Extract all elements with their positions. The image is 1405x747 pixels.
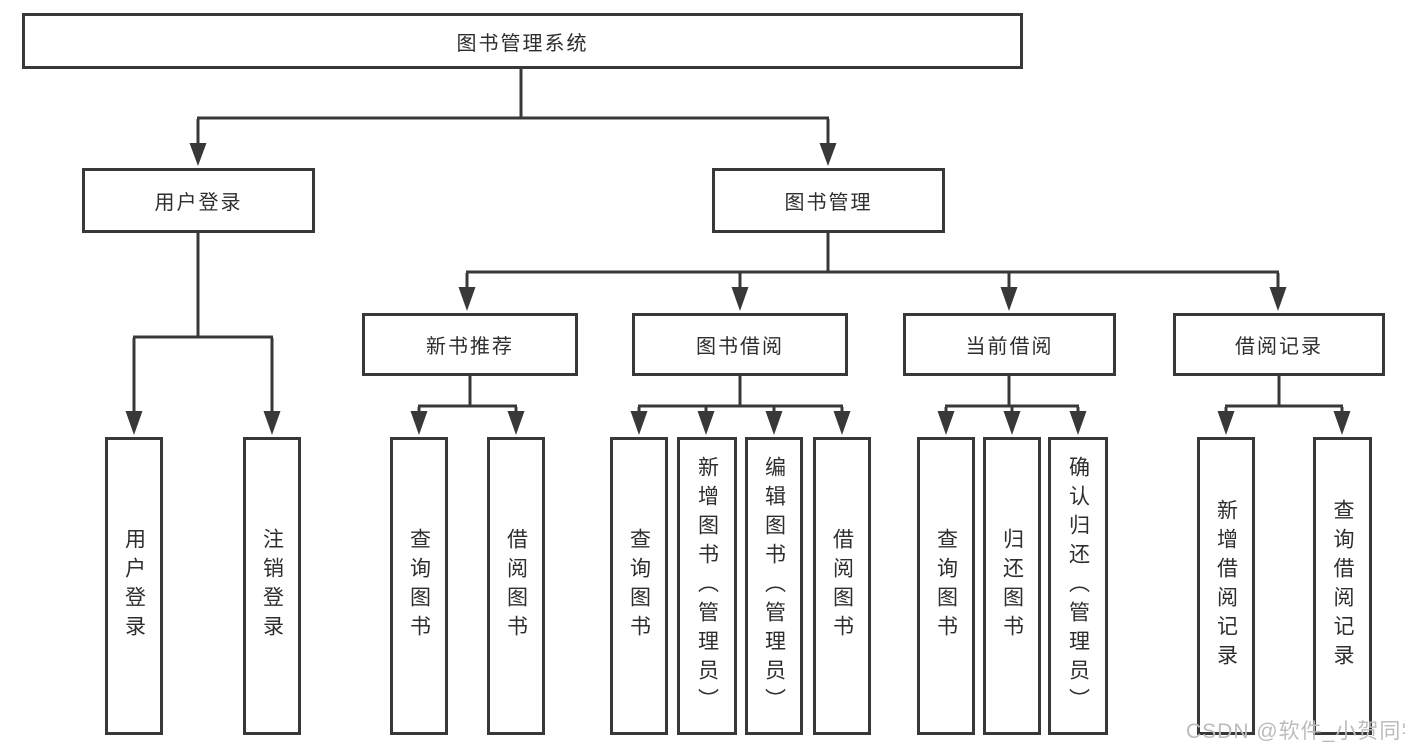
node-label: 新增图书（管理员）	[695, 455, 719, 717]
node-label: 注销登录	[260, 528, 284, 644]
leaf-query-books-current: 查询图书	[917, 437, 975, 735]
leaf-query-books-borrow: 查询图书	[610, 437, 668, 735]
node-label: 查询借阅记录	[1331, 499, 1354, 673]
node-label: 查询图书	[407, 528, 431, 644]
arrow-down-icon	[697, 411, 715, 435]
node-book-borrowing: 图书借阅	[632, 313, 848, 376]
node-label: 用户登录	[154, 192, 243, 214]
leaf-borrow-books: 借阅图书	[813, 437, 871, 735]
node-label: 用户登录	[122, 528, 146, 644]
arrowhead-icons	[125, 143, 1351, 435]
node-book-management: 图书管理	[712, 168, 945, 233]
arrow-down-icon	[189, 143, 207, 166]
node-label: 新增借阅记录	[1214, 499, 1238, 673]
arrow-down-icon	[1003, 411, 1021, 435]
arrow-down-icon	[1217, 411, 1235, 435]
arrow-down-icon	[1333, 411, 1351, 435]
node-label: 查询图书	[934, 528, 958, 644]
arrow-down-icon	[833, 411, 851, 435]
arrow-down-icon	[458, 287, 476, 311]
node-new-book-recommendation: 新书推荐	[362, 313, 578, 376]
leaf-borrow-books-recommend: 借阅图书	[487, 437, 545, 735]
arrow-down-icon	[819, 143, 837, 166]
node-root-system: 图书管理系统	[22, 13, 1023, 69]
arrow-down-icon	[410, 411, 428, 435]
node-label: 图书管理	[784, 192, 873, 214]
arrow-down-icon	[507, 411, 525, 435]
arrow-down-icon	[731, 287, 749, 311]
node-user-login: 用户登录	[82, 168, 315, 233]
arrow-down-icon	[263, 411, 281, 435]
leaf-edit-books-admin: 编辑图书（管理员）	[745, 437, 803, 735]
csdn-watermark: CSDN @软件_小贺同学	[1186, 720, 1405, 743]
arrow-down-icon	[937, 411, 955, 435]
node-label: 确认归还（管理员）	[1066, 455, 1090, 717]
leaf-query-borrow-record: 查询借阅记录	[1313, 437, 1372, 735]
node-label: 借阅记录	[1235, 336, 1323, 358]
arrow-down-icon	[1069, 411, 1087, 435]
node-label: 当前借阅	[965, 336, 1054, 358]
node-label: 图书管理系统	[456, 32, 589, 55]
arrow-down-icon	[630, 411, 648, 435]
leaf-add-books-admin: 新增图书（管理员）	[677, 437, 737, 735]
arrow-down-icon	[765, 411, 783, 435]
leaf-user-login: 用户登录	[105, 437, 163, 735]
node-label: 归还图书	[1000, 528, 1024, 644]
node-label: 借阅图书	[830, 528, 854, 644]
node-label: 新书推荐	[426, 336, 514, 358]
node-label: 图书借阅	[696, 336, 784, 358]
arrow-down-icon	[125, 411, 143, 435]
node-label: 编辑图书（管理员）	[762, 455, 786, 717]
arrow-down-icon	[1269, 287, 1287, 311]
leaf-add-borrow-record: 新增借阅记录	[1197, 437, 1255, 735]
arrow-down-icon	[1000, 287, 1018, 311]
node-label: 借阅图书	[504, 528, 528, 644]
leaf-return-books: 归还图书	[983, 437, 1041, 735]
leaf-logout-login: 注销登录	[243, 437, 301, 735]
leaf-query-books-recommend: 查询图书	[390, 437, 448, 735]
node-current-borrowing: 当前借阅	[903, 313, 1116, 376]
node-label: 查询图书	[627, 528, 651, 644]
leaf-confirm-return-admin: 确认归还（管理员）	[1048, 437, 1108, 735]
node-borrowing-records: 借阅记录	[1173, 313, 1385, 376]
